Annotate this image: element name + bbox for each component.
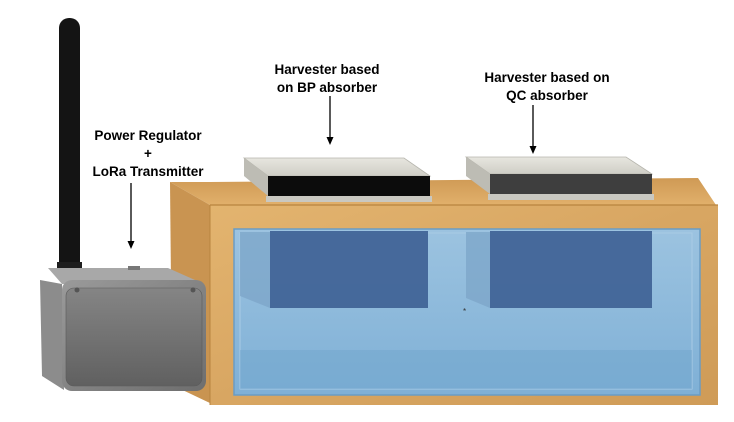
label-qc-harvester: Harvester based on QC absorber bbox=[462, 69, 632, 105]
screw bbox=[74, 287, 80, 293]
qc-harvester bbox=[464, 156, 654, 200]
water-bottom-shade bbox=[240, 350, 692, 389]
antenna-rod bbox=[59, 18, 80, 276]
qc-plate-side bbox=[466, 157, 490, 194]
label-line: QC absorber bbox=[506, 88, 588, 103]
bp-absorber-submerged bbox=[270, 231, 428, 308]
box-connector bbox=[128, 266, 140, 270]
bp-absorber-shadow-side bbox=[240, 232, 270, 308]
label-line: LoRa Transmitter bbox=[92, 164, 204, 179]
marker-dot: * bbox=[463, 307, 466, 316]
qc-plate-base bbox=[488, 194, 654, 200]
qc-absorber-submerged bbox=[490, 231, 652, 308]
qc-absorber-layer bbox=[490, 174, 652, 194]
bp-plate-side bbox=[244, 158, 268, 196]
qc-plate-top bbox=[464, 156, 654, 175]
qc-absorber-shadow-side bbox=[466, 232, 490, 308]
annotation-arrows bbox=[127, 96, 537, 249]
arrow-qc-head bbox=[529, 146, 537, 154]
bp-plate-top bbox=[242, 157, 432, 177]
label-line: on BP absorber bbox=[276, 80, 378, 95]
box-left-side bbox=[40, 280, 64, 390]
label-line: Harvester based bbox=[274, 62, 380, 77]
bp-absorber-layer bbox=[268, 176, 430, 196]
bp-harvester bbox=[242, 157, 432, 202]
label-power-regulator: Power Regulator + LoRa Transmitter bbox=[78, 127, 218, 181]
screw bbox=[190, 287, 196, 293]
label-line: + bbox=[144, 146, 152, 161]
label-line: Power Regulator bbox=[94, 128, 202, 143]
arrow-bp-head bbox=[326, 137, 334, 145]
box-front-panel bbox=[65, 287, 203, 387]
transmitter-box bbox=[40, 266, 206, 391]
bp-plate-base bbox=[266, 196, 432, 202]
arrow-power-head bbox=[127, 241, 135, 249]
label-line: Harvester based on bbox=[484, 70, 610, 85]
label-bp-harvester: Harvester based on BP absorber bbox=[252, 61, 402, 97]
water-window: * bbox=[233, 228, 701, 396]
